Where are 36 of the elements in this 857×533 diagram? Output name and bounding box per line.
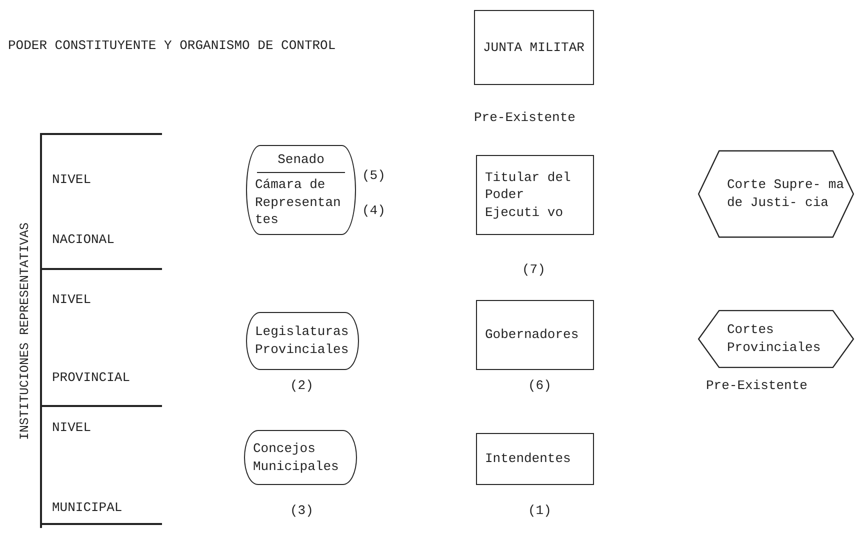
box-label: Cortes Provinciales <box>726 321 822 357</box>
process-box <box>476 155 594 235</box>
box-label: Concejos Municipales <box>253 440 340 476</box>
box-label: Corte Supre- ma de Justi- cia <box>726 176 846 212</box>
level-label: NIVEL <box>52 420 92 435</box>
process-box <box>474 10 594 85</box>
hexagon-box <box>697 150 855 238</box>
note-label: (5) <box>362 168 386 183</box>
note-label: (2) <box>290 378 314 393</box>
box-label: Legislaturas Provinciales <box>255 323 350 359</box>
split-box <box>246 145 356 235</box>
vertical-label: INSTITUCIONES REPRESENTATIVAS <box>18 221 33 442</box>
box-label: Cámara de Representan tes <box>255 176 342 229</box>
level-label: NIVEL <box>52 292 92 307</box>
note-label: (7) <box>522 262 546 277</box>
level-label: MUNICIPAL <box>52 500 122 515</box>
process-box <box>476 433 594 485</box>
hexagon-box <box>697 310 855 368</box>
rounded-box <box>244 430 357 485</box>
note-label: Pre-Existente <box>706 378 808 393</box>
box-label: Senado <box>276 151 326 169</box>
heading: PODER CONSTITUYENTE Y ORGANISMO DE CONTROL <box>8 38 336 53</box>
rounded-box <box>246 312 359 370</box>
box-label: JUNTA MILITAR <box>483 38 585 56</box>
note-label: (4) <box>362 203 386 218</box>
level-label: PROVINCIAL <box>52 370 130 385</box>
box-label: Titular del Poder Ejecuti vo <box>485 168 572 222</box>
process-box <box>476 300 594 370</box>
level-label: NIVEL <box>52 172 92 187</box>
note-label: Pre-Existente <box>474 110 576 125</box>
note-label: (3) <box>290 503 314 518</box>
note-label: (6) <box>528 378 552 393</box>
note-label: (1) <box>528 503 552 518</box>
level-label: NACIONAL <box>52 232 114 247</box>
box-label: Intendentes <box>485 450 572 468</box>
box-label: Gobernadores <box>485 326 580 344</box>
